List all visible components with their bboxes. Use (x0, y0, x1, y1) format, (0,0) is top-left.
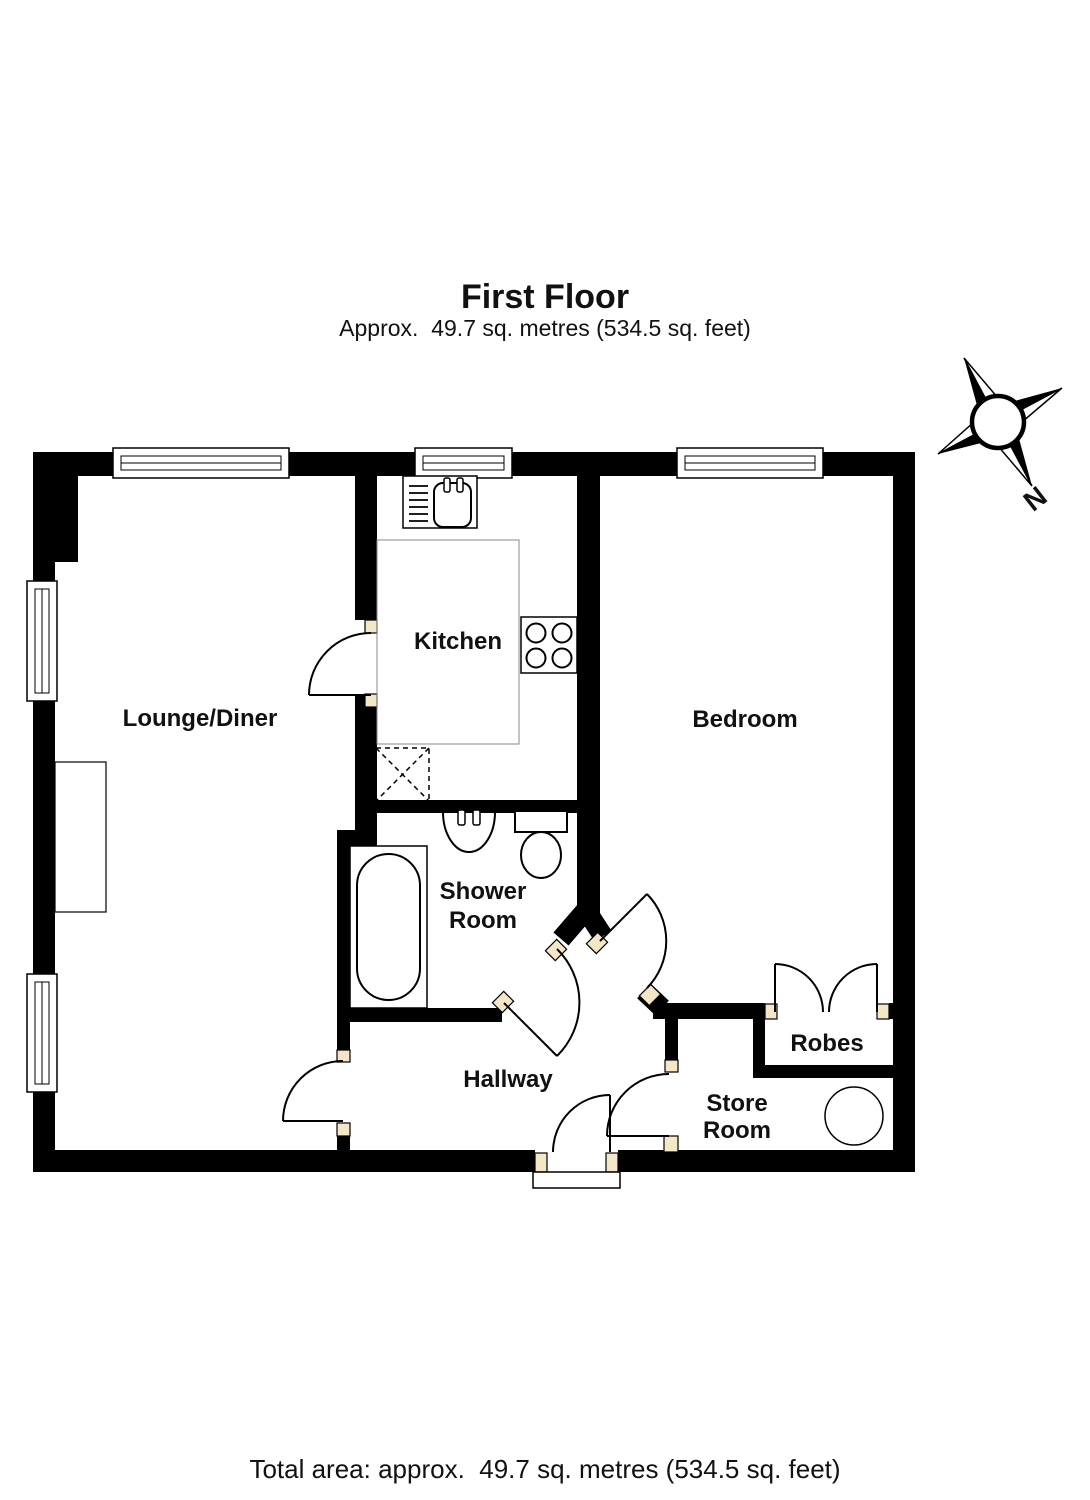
wall-bedroom-divider (577, 452, 600, 918)
label-shower-room-line2: Room (449, 907, 517, 934)
wall-store-hall (665, 1019, 678, 1060)
wall-bedroom-bottom (653, 1003, 765, 1019)
window-lounge-left-upper (26, 580, 58, 702)
window-kitchen-top (414, 447, 513, 479)
wall-bottom-right (618, 1150, 915, 1172)
tap-icon (443, 477, 451, 493)
kitchen-sink (402, 475, 478, 529)
label-kitchen: Kitchen (414, 628, 502, 655)
compass-north-label: N (1018, 480, 1053, 517)
appliance-space (375, 747, 430, 802)
compass-circle (969, 393, 1027, 451)
wall-lounge-hall-lower (337, 1135, 350, 1152)
shower-basin (441, 809, 497, 853)
lounge-chimney-breast (54, 761, 107, 913)
label-store-room-line1: Store (706, 1090, 767, 1117)
wall-left-thick-corner (33, 452, 78, 562)
bath (349, 845, 428, 1009)
door-shower-room (503, 948, 581, 1057)
wall-robes-right-stub (889, 1003, 897, 1019)
jamb-lounge-top (336, 1049, 351, 1063)
page-subtitle: Approx. 49.7 sq. metres (534.5 sq. feet) (339, 315, 751, 341)
wall-right (893, 452, 915, 1172)
jamb-shower-top (544, 938, 568, 962)
jamb-bedroom-bottom (638, 983, 662, 1007)
window-bedroom-top (676, 447, 824, 479)
toilet (514, 810, 568, 879)
window-lounge-left-lower (26, 973, 58, 1093)
jamb-lounge-bottom (336, 1122, 351, 1137)
window-lounge-top (112, 447, 290, 479)
kitchen-counter-edge (376, 539, 520, 745)
label-shower-room-line1: Shower (440, 878, 527, 905)
label-store-room-line2: Room (703, 1117, 771, 1144)
jamb-kitchen-top (364, 619, 378, 634)
wall-diagonal-bedroom-top (577, 904, 612, 942)
jamb-robes-right (876, 1003, 890, 1020)
wall-shower-bottom (337, 1008, 502, 1022)
wall-kitchen-bottom (355, 800, 577, 813)
tap-icon (472, 809, 481, 826)
wall-robes-bottom (753, 1065, 895, 1078)
door-front-entrance (552, 1094, 611, 1153)
label-lounge-diner: Lounge/Diner (123, 705, 278, 732)
wall-kitchen-divider-upper (355, 452, 377, 620)
jamb-front-left (534, 1152, 548, 1173)
wall-robes-left (753, 1019, 765, 1078)
jamb-front-right (605, 1152, 619, 1173)
door-jambs (336, 619, 890, 1173)
door-robes-double (774, 963, 878, 1013)
door-kitchen (308, 632, 372, 696)
doors (282, 632, 878, 1153)
jamb-store-top (664, 1059, 679, 1073)
kitchen-hob (520, 616, 578, 674)
label-bedroom: Bedroom (692, 706, 797, 733)
door-store-room (606, 1073, 670, 1137)
label-robes: Robes (790, 1030, 863, 1057)
door-bedroom (599, 893, 668, 989)
store-room-tank (824, 1086, 884, 1146)
total-area-text: Total area: approx. 49.7 sq. metres (534… (249, 1454, 840, 1484)
tap-icon (456, 477, 464, 493)
page-title: First Floor (461, 278, 629, 316)
jamb-store-bottom (663, 1135, 679, 1153)
compass-rose: N (937, 357, 1063, 517)
wall-kitchen-divider-lower (355, 695, 377, 846)
door-lounge (282, 1060, 344, 1122)
front-door-threshold (532, 1171, 621, 1189)
wall-bottom-left (33, 1150, 535, 1172)
wall-lounge-hall-upper (337, 1008, 350, 1052)
windows (26, 447, 824, 1093)
tap-icon (457, 809, 466, 826)
label-hallway: Hallway (463, 1066, 553, 1093)
fixtures (54, 475, 884, 1189)
